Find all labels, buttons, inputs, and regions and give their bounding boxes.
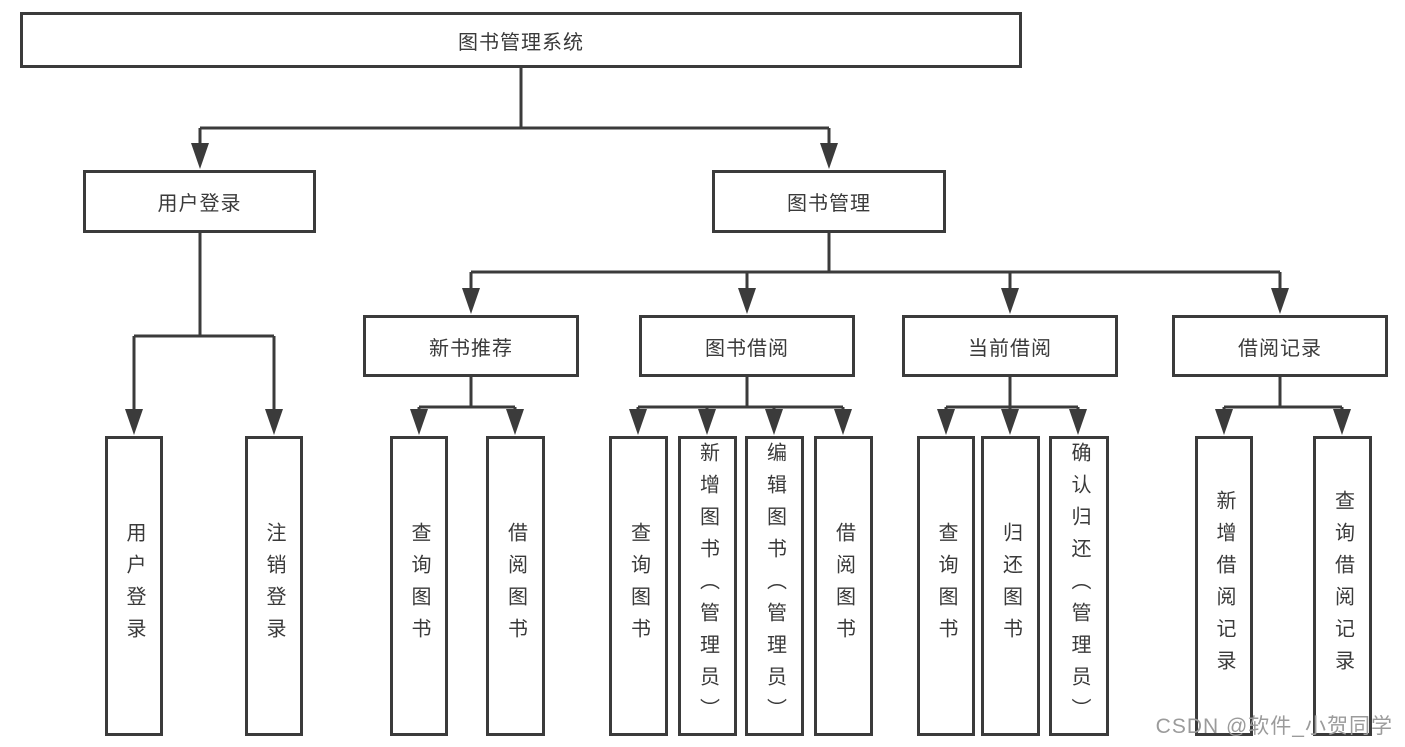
arrow-icon (820, 143, 838, 169)
node-label: 注销登录 (263, 522, 285, 650)
node-label: 新书推荐 (429, 337, 513, 360)
node-label: 编辑图书（管理员） (763, 442, 786, 730)
node-leaf-user-login: 用户登录 (105, 436, 163, 736)
node-label: 查询图书 (408, 522, 430, 650)
arrow-icon (191, 143, 209, 169)
node-label: 确认归还（管理员） (1068, 442, 1090, 730)
node-leaf-query-book-3: 查询图书 (917, 436, 975, 736)
connector-root-branch (198, 68, 831, 148)
arrow-icon (462, 288, 480, 314)
arrow-icon (629, 409, 647, 435)
node-label: 查询借阅记录 (1331, 490, 1354, 682)
arrow-icon (1001, 288, 1019, 314)
arrow-icon (410, 409, 428, 435)
node-label: 当前借阅 (968, 337, 1052, 360)
connector-book-mgmt-branch (469, 233, 1282, 292)
node-label: 借阅图书 (832, 522, 855, 650)
node-leaf-query-borrow-record: 查询借阅记录 (1313, 436, 1372, 736)
node-label: 图书管理系统 (458, 31, 584, 54)
node-label: 用户登录 (157, 193, 242, 215)
arrow-icon (1215, 409, 1233, 435)
node-label: 借阅记录 (1238, 337, 1322, 360)
node-leaf-add-book-admin: 新增图书（管理员） (678, 436, 737, 736)
connector-new-book-branch (417, 377, 517, 413)
node-leaf-edit-book-admin: 编辑图书（管理员） (745, 436, 804, 736)
node-leaf-logout: 注销登录 (245, 436, 303, 736)
node-label: 归还图书 (999, 522, 1022, 650)
node-label: 新增借阅记录 (1213, 490, 1235, 682)
arrow-icon (265, 409, 283, 435)
node-label: 图书管理 (787, 193, 871, 215)
node-book-management: 图书管理 (712, 170, 946, 233)
arrow-icon (834, 409, 852, 435)
arrow-icon (1333, 409, 1351, 435)
arrow-icon (506, 409, 524, 435)
node-book-borrow: 图书借阅 (639, 315, 855, 377)
arrow-icon (1271, 288, 1289, 314)
node-leaf-query-book-1: 查询图书 (390, 436, 448, 736)
connector-user-login-branch (132, 233, 276, 412)
arrow-icon (125, 409, 143, 435)
watermark: CSDN @软件_小贺同学 (1155, 715, 1393, 738)
node-user-login: 用户登录 (83, 170, 316, 233)
arrow-icon (1001, 409, 1019, 435)
node-current-borrow: 当前借阅 (902, 315, 1118, 377)
node-leaf-borrow-book-1: 借阅图书 (486, 436, 545, 736)
connector-book-borrow-branch (636, 377, 845, 413)
arrow-icon (937, 409, 955, 435)
node-label: 图书借阅 (705, 337, 789, 360)
node-label: 借阅图书 (504, 522, 527, 650)
arrow-icon (1069, 409, 1087, 435)
node-label: 查询图书 (627, 522, 650, 650)
connector-current-borrow-branch (944, 377, 1080, 413)
node-leaf-add-borrow-record: 新增借阅记录 (1195, 436, 1253, 736)
node-library-system: 图书管理系统 (20, 12, 1022, 68)
connector-borrow-record-branch (1222, 377, 1344, 413)
node-borrow-records: 借阅记录 (1172, 315, 1388, 377)
node-leaf-borrow-book-2: 借阅图书 (814, 436, 873, 736)
arrow-icon (738, 288, 756, 314)
node-label: 查询图书 (935, 522, 957, 650)
node-leaf-return-book: 归还图书 (981, 436, 1040, 736)
node-leaf-confirm-return-admin: 确认归还（管理员） (1049, 436, 1109, 736)
arrow-icon (765, 409, 783, 435)
node-label: 新增图书（管理员） (696, 442, 719, 730)
node-label: 用户登录 (123, 522, 145, 650)
node-new-book-recommend: 新书推荐 (363, 315, 579, 377)
arrow-icon (698, 409, 716, 435)
node-leaf-query-book-2: 查询图书 (609, 436, 668, 736)
